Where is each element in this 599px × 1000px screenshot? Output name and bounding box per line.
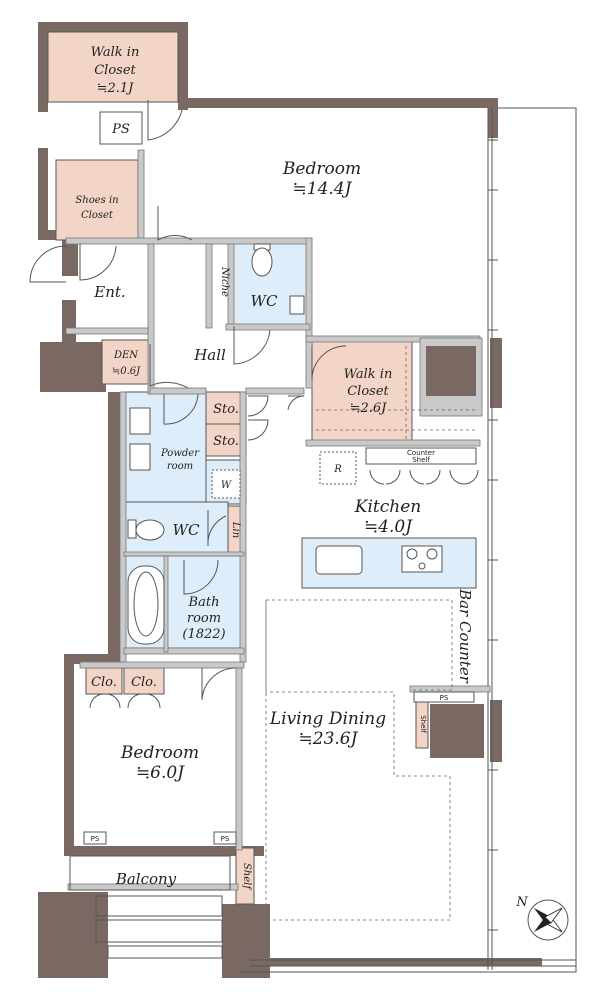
fixtures — [83, 243, 477, 845]
label-living: Living Dining — [269, 709, 386, 729]
svg-text:room: room — [167, 461, 193, 472]
label-balcony: Balcony — [115, 870, 177, 888]
label-hall: Hall — [193, 346, 226, 364]
svg-text:≒4.0J: ≒4.0J — [364, 517, 413, 537]
label-kitchen: Kitchen — [354, 497, 421, 517]
column-bottom-right — [430, 704, 484, 758]
label-bathroom: Bath — [188, 595, 220, 610]
sto1-fill — [205, 391, 247, 425]
fridge — [319, 451, 357, 485]
toilet-upper-bowl — [251, 247, 273, 277]
washer-box — [211, 469, 241, 499]
label-entrance: Ent. — [93, 283, 125, 301]
label-ps-br: PS — [221, 835, 230, 843]
compass-icon: N — [515, 895, 569, 941]
svg-text:≒2.1J: ≒2.1J — [97, 81, 135, 96]
svg-text:Closet: Closet — [94, 63, 136, 78]
clo2-fill — [123, 667, 165, 695]
wic-top-fill — [47, 31, 179, 103]
shoes-fill — [55, 159, 139, 241]
label-bedroom-second: Bedroom — [120, 743, 199, 763]
svg-text:(1822): (1822) — [182, 627, 225, 642]
label-bedroom-main: Bedroom — [282, 159, 361, 179]
svg-text:room: room — [187, 611, 221, 626]
bathtub-inner — [133, 571, 159, 637]
label-sto-2: Sto. — [213, 434, 239, 449]
glazing — [240, 107, 577, 973]
shelf-balcony-fill — [235, 847, 255, 905]
vanity-1 — [129, 407, 151, 435]
label-ps-bl: PS — [91, 835, 100, 843]
label-fridge: R — [333, 464, 342, 475]
svg-text:≒6.0J: ≒6.0J — [136, 763, 185, 783]
svg-text:≒23.6J: ≒23.6J — [299, 729, 359, 749]
label-wic-mid: Walk in — [344, 367, 393, 382]
label-linen: Lin — [230, 521, 241, 538]
label-bar-counter: Bar Counter — [456, 588, 474, 684]
svg-text:Shelf: Shelf — [412, 456, 430, 464]
label-shelf-balcony: Shelf — [241, 863, 252, 891]
dashed-outlines — [265, 346, 476, 921]
compass-n-label: N — [515, 895, 528, 910]
label-washer: W — [221, 480, 232, 491]
label-powder: Powder — [160, 448, 200, 459]
label-wic-top: Walk in — [91, 45, 140, 60]
label-wc-lower: WC — [173, 521, 200, 539]
label-shoes: Shoes in — [75, 195, 118, 206]
sink-kitchen — [315, 545, 363, 575]
toilet-lower-tank — [127, 519, 137, 539]
ps-top-fill — [99, 111, 143, 145]
label-ps-top: PS — [111, 122, 130, 137]
label-den: DEN — [113, 350, 139, 361]
label-sto-1: Sto. — [213, 402, 239, 417]
label-niche: Niche — [219, 266, 230, 297]
wic-mid-fill — [311, 339, 413, 443]
svg-text:Closet: Closet — [81, 210, 114, 221]
den-fill — [101, 339, 151, 385]
doors — [29, 100, 479, 709]
label-ps-right: PS — [440, 694, 449, 702]
label-counter-shelf: Counter — [407, 449, 435, 457]
label-closet-2: Clo. — [131, 675, 157, 690]
vanity-2 — [129, 443, 151, 471]
sink-upper — [289, 295, 305, 315]
counter-shelf-box — [365, 447, 477, 465]
label-closet-1: Clo. — [91, 675, 117, 690]
label-shelf-small: Shelf — [419, 715, 427, 733]
toilet-lower-bowl — [135, 519, 165, 541]
ps-bl-box — [83, 831, 107, 845]
svg-text:≒14.4J: ≒14.4J — [293, 179, 353, 199]
svg-text:≒0.6J: ≒0.6J — [112, 366, 141, 377]
room-labels: Walk in Closet ≒2.1J PS Shoes in Closet … — [75, 45, 474, 891]
ps-br-box — [213, 831, 237, 845]
sto2-fill — [205, 423, 247, 457]
label-wc-upper: WC — [251, 292, 278, 310]
column-top-right — [426, 346, 476, 396]
svg-text:≒2.6J: ≒2.6J — [350, 401, 388, 416]
balcony-railing — [69, 855, 231, 959]
svg-text:Closet: Closet — [347, 384, 389, 399]
ps-right-box — [413, 691, 475, 703]
